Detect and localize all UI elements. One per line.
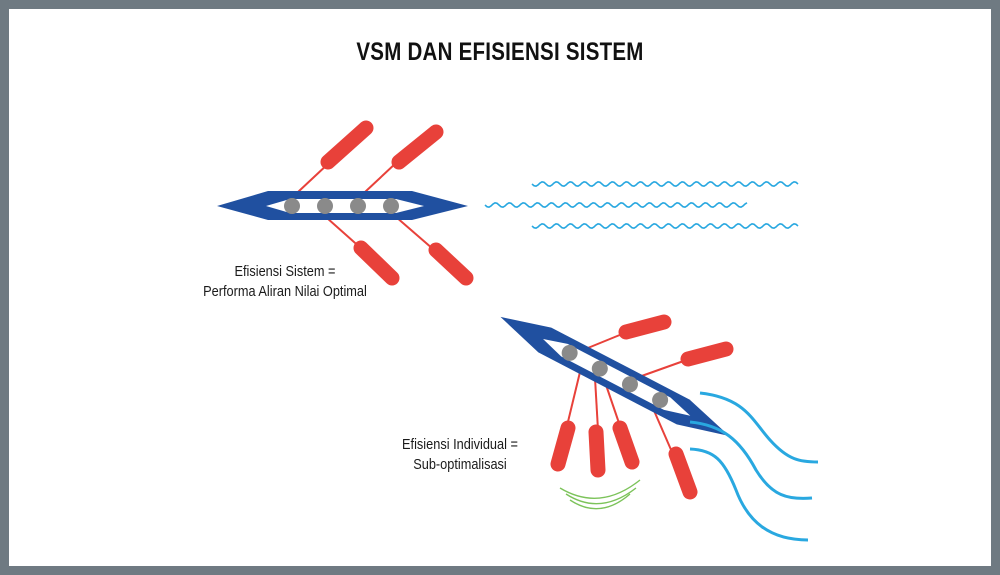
turbulent-wave xyxy=(699,391,819,464)
calm-wave xyxy=(531,223,799,229)
rower xyxy=(591,360,608,377)
oar-blade xyxy=(353,240,400,286)
diagram-canvas xyxy=(9,9,991,566)
rower xyxy=(652,392,669,409)
turbulent-wave xyxy=(689,420,813,500)
boat-aligned xyxy=(217,120,799,286)
oar-shaft xyxy=(604,381,621,427)
caption-line: Efisiensi Sistem = xyxy=(234,263,336,280)
oar-shaft xyxy=(565,371,581,431)
rower xyxy=(621,376,638,393)
oar-blade xyxy=(618,314,672,340)
noise-arc xyxy=(569,493,631,510)
oar-shaft xyxy=(651,405,673,453)
caption-line: Sub-optimalisasi xyxy=(413,456,507,473)
noise-arc xyxy=(559,479,641,499)
oar-blade xyxy=(668,446,698,500)
rower xyxy=(284,198,300,214)
oar-blade xyxy=(391,124,444,170)
individual-efficiency-caption: Efisiensi Individual = Sub-optimalisasi xyxy=(375,435,545,475)
oar-blade xyxy=(428,242,474,286)
oar-blade xyxy=(680,341,734,367)
noise-arc xyxy=(565,487,637,505)
rower xyxy=(561,344,578,361)
oar-shaft xyxy=(594,377,599,431)
calm-wave xyxy=(531,181,799,187)
rower xyxy=(350,198,366,214)
boat-misaligned xyxy=(500,314,819,542)
caption-line: Performa Aliran Nilai Optimal xyxy=(203,283,367,300)
oar-blade xyxy=(588,424,606,478)
rower xyxy=(383,198,399,214)
oar-blade xyxy=(612,420,640,470)
boat-deck xyxy=(543,339,691,416)
turbulent-wave xyxy=(689,447,809,542)
oar-blade xyxy=(320,120,374,170)
calm-wave xyxy=(484,202,748,208)
diagram-title: VSM DAN EFISIENSI SISTEM xyxy=(356,38,644,66)
caption-line: Efisiensi Individual = xyxy=(402,436,518,453)
rower xyxy=(317,198,333,214)
system-efficiency-caption: Efisiensi Sistem = Performa Aliran Nilai… xyxy=(179,262,392,302)
oar-blade xyxy=(550,420,576,472)
